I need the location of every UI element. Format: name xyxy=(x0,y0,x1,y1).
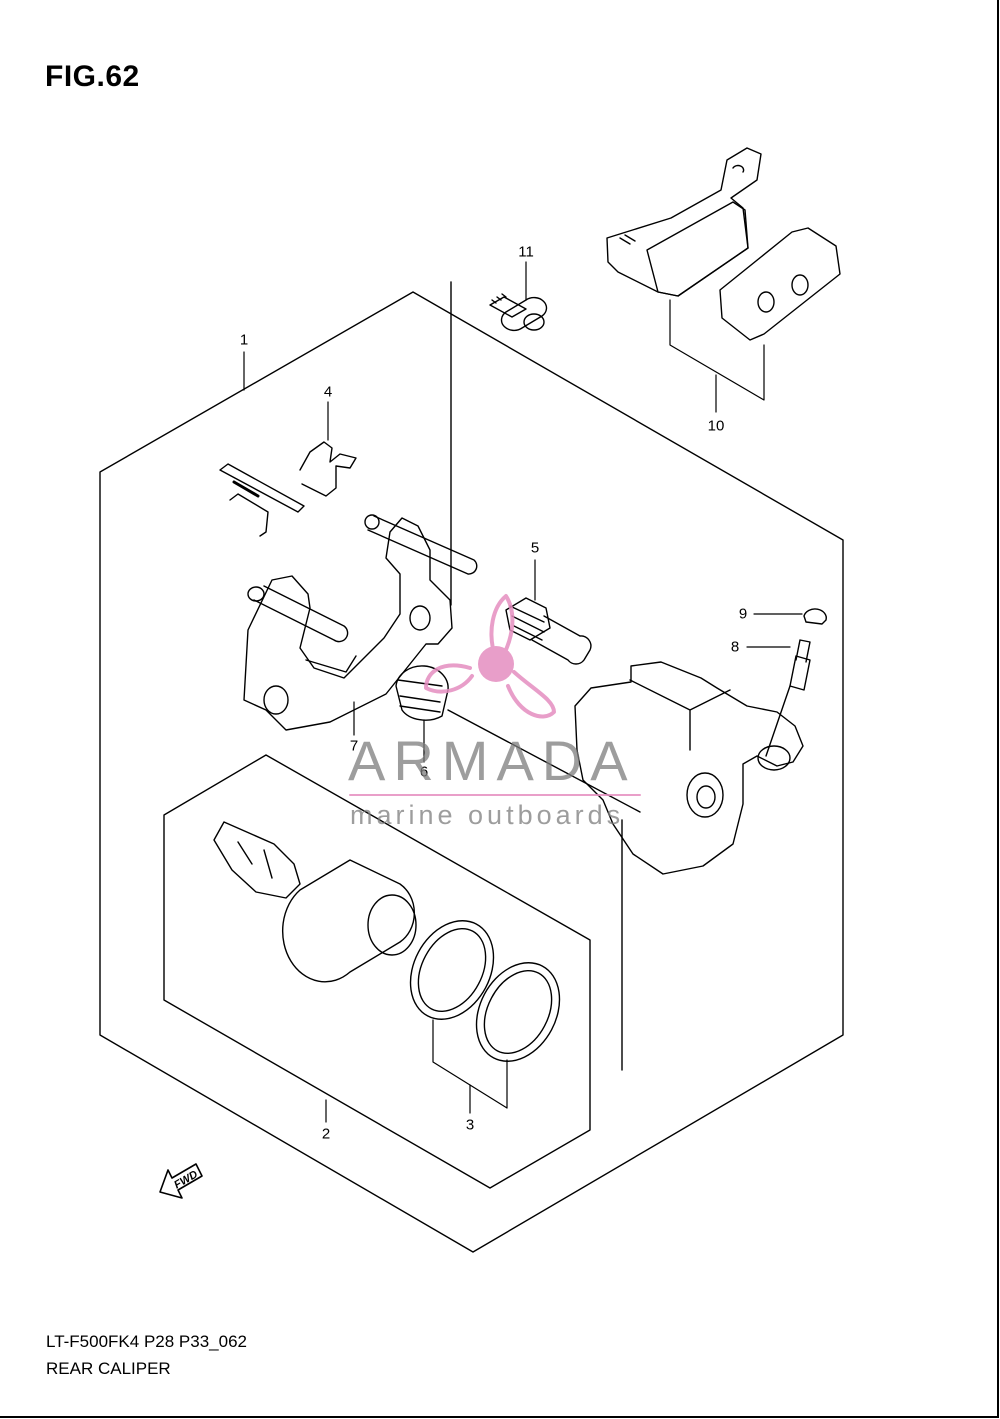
callout-9: 9 xyxy=(738,605,748,623)
callout-6: 6 xyxy=(419,763,429,781)
leader-lines xyxy=(243,261,803,1123)
piston-kit-outline xyxy=(163,754,591,1189)
cap-part-9 xyxy=(803,608,827,625)
watermark-tagline: marine outboards xyxy=(350,800,625,830)
caliper-body xyxy=(574,661,804,875)
callout-7: 7 xyxy=(349,737,359,755)
callout-10: 10 xyxy=(707,417,725,435)
seals-part-3 xyxy=(409,920,561,1062)
callout-8: 8 xyxy=(730,638,740,656)
watermark-brand: ARMADA xyxy=(348,729,636,792)
callout-3: 3 xyxy=(465,1116,475,1134)
callout-1: 1 xyxy=(239,331,249,349)
assembly-name: REAR CALIPER xyxy=(46,1359,171,1378)
callout-2: 2 xyxy=(321,1125,331,1143)
pad-spring-part-4 xyxy=(219,441,357,537)
bleeder-part-8 xyxy=(765,639,811,757)
callout-11: 11 xyxy=(518,243,534,261)
model-code: LT-F500FK4 P28 P33_062 xyxy=(46,1332,247,1351)
callout-4: 4 xyxy=(323,383,333,401)
bracket-part-7 xyxy=(243,514,478,731)
piston-part-2 xyxy=(213,821,417,983)
slide-pin-part-5 xyxy=(505,597,592,665)
fwd-marker xyxy=(159,1163,203,1199)
figure-title: FIG.62 xyxy=(45,60,140,93)
bolt-part-11 xyxy=(489,293,548,332)
watermark-logo-icon xyxy=(349,594,641,796)
brake-pads-part-10 xyxy=(606,147,841,341)
callout-5: 5 xyxy=(530,539,540,557)
caliper-assembly-outline xyxy=(99,281,844,1253)
